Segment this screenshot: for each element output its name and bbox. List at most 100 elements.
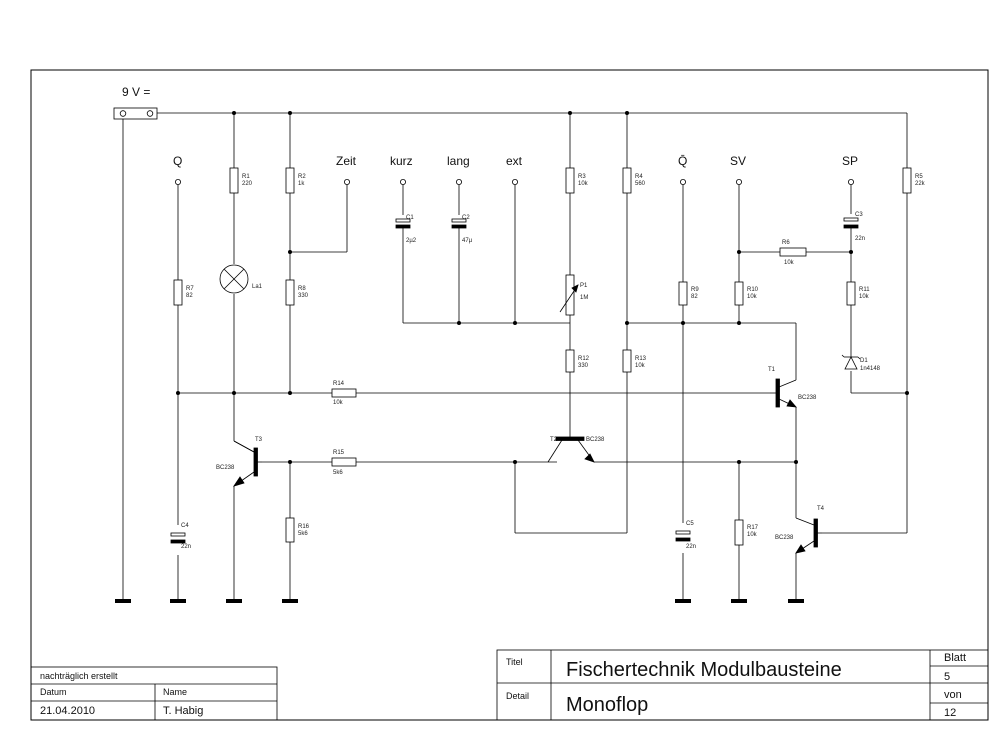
von-value: 12 — [944, 707, 956, 719]
resistor-r5 — [902, 167, 912, 194]
drawing-title: Fischertechnik Modulbausteine — [566, 659, 842, 681]
resistor-r8 — [285, 279, 295, 306]
potentiometer-p1 — [565, 274, 575, 316]
label-t2: T2 — [550, 437, 558, 443]
label-c3: C3 — [855, 212, 863, 218]
label-c5-value: 22n — [686, 544, 696, 550]
resistor-r16 — [285, 517, 295, 543]
terminal-label-q: Q — [173, 154, 182, 168]
label-r15-value: 5k6 — [333, 470, 343, 476]
capacitor-c3 — [843, 217, 859, 222]
terminal-label-lang: lang — [447, 154, 470, 168]
label-t1: T1 — [768, 367, 776, 373]
resistor-r13 — [622, 349, 632, 373]
resistor-r4 — [622, 167, 632, 194]
transistor-t4 — [795, 517, 822, 554]
revision-note: nachträglich erstellt — [40, 671, 118, 681]
label-t3: T3 — [255, 437, 263, 443]
label-r5: R5 — [915, 174, 923, 180]
label-p1-value: 1M — [580, 295, 588, 301]
label-t4: T4 — [817, 506, 825, 512]
label-t2-value: BC238 — [586, 437, 605, 443]
resistor-r17 — [734, 519, 744, 546]
label-r11: R11 — [859, 287, 870, 293]
label-r2: R2 — [298, 174, 306, 180]
terminal-circles — [174, 178, 855, 185]
resistor-r6 — [779, 247, 807, 257]
transistor-t1 — [770, 378, 797, 408]
terminal-label-sv: SV — [730, 154, 746, 168]
label-r3: R3 — [578, 174, 586, 180]
label-r12-value: 330 — [578, 363, 589, 369]
label-r10: R10 — [747, 287, 759, 293]
capacitor-c4 — [170, 532, 186, 537]
label-t4-value: BC238 — [775, 535, 794, 541]
detail-label: Detail — [506, 691, 529, 701]
label-r15: R15 — [333, 450, 345, 456]
label-c4: C4 — [181, 523, 189, 529]
label-d1-value: 1n4148 — [860, 366, 881, 372]
capacitor-c1 — [395, 218, 411, 223]
label-c1: C1 — [406, 215, 414, 221]
wires — [122, 112, 908, 600]
name-value: T. Habig — [163, 705, 203, 717]
label-r4-value: 560 — [635, 181, 646, 187]
resistor-r14 — [331, 388, 357, 398]
resistor-r15 — [331, 457, 357, 467]
label-c2: C2 — [462, 215, 470, 221]
label-r3-value: 10k — [578, 181, 589, 187]
junction-dots — [176, 111, 909, 464]
resistor-r2 — [285, 167, 295, 194]
resistor-r12 — [565, 349, 575, 373]
label-t1-value: BC238 — [798, 395, 817, 401]
supply-label: 9 V = — [122, 85, 150, 99]
terminal-label-zeit: Zeit — [336, 154, 357, 168]
terminal-label-ext: ext — [506, 154, 523, 168]
potentiometer-arrow — [559, 284, 579, 313]
titel-label: Titel — [506, 657, 523, 667]
label-c1-value: 2µ2 — [406, 238, 417, 244]
transistor-t2 — [547, 436, 595, 463]
revision-block — [30, 666, 278, 721]
resistor-bodies — [173, 167, 912, 546]
terminal-label-sp: SP — [842, 154, 858, 168]
label-la1: La1 — [252, 284, 263, 290]
label-r6: R6 — [782, 240, 790, 246]
title-block — [496, 649, 989, 721]
label-r17: R17 — [747, 525, 759, 531]
label-r9-value: 82 — [691, 294, 698, 300]
label-r1: R1 — [242, 174, 250, 180]
lamp-la1 — [219, 264, 249, 294]
resistor-r10 — [734, 281, 744, 306]
label-r10-value: 10k — [747, 294, 758, 300]
label-d1: D1 — [860, 358, 868, 364]
label-r17-value: 10k — [747, 532, 758, 538]
label-c3-value: 22n — [855, 236, 865, 242]
von-label: von — [944, 689, 962, 701]
label-r6-value: 10k — [784, 260, 795, 266]
label-r9: R9 — [691, 287, 699, 293]
resistor-r9 — [678, 281, 688, 306]
label-p1: P1 — [580, 283, 588, 289]
label-r7: R7 — [186, 286, 194, 292]
label-r16: R16 — [298, 524, 310, 530]
label-r12: R12 — [578, 356, 590, 362]
label-r8: R8 — [298, 286, 306, 292]
blatt-value: 5 — [944, 671, 950, 683]
label-r14: R14 — [333, 381, 345, 387]
label-r11-value: 10k — [859, 294, 870, 300]
capacitor-c5 — [675, 530, 691, 535]
label-r7-value: 82 — [186, 293, 193, 299]
terminal-label-qbar: Q̄ — [678, 154, 687, 168]
label-c5: C5 — [686, 521, 694, 527]
name-label: Name — [163, 687, 187, 697]
label-r8-value: 330 — [298, 293, 309, 299]
label-t3-value: BC238 — [216, 465, 235, 471]
ground-bars — [115, 599, 804, 603]
label-r1-value: 220 — [242, 181, 253, 187]
terminal-label-kurz: kurz — [390, 154, 413, 168]
label-r4: R4 — [635, 174, 643, 180]
label-r13: R13 — [635, 356, 647, 362]
